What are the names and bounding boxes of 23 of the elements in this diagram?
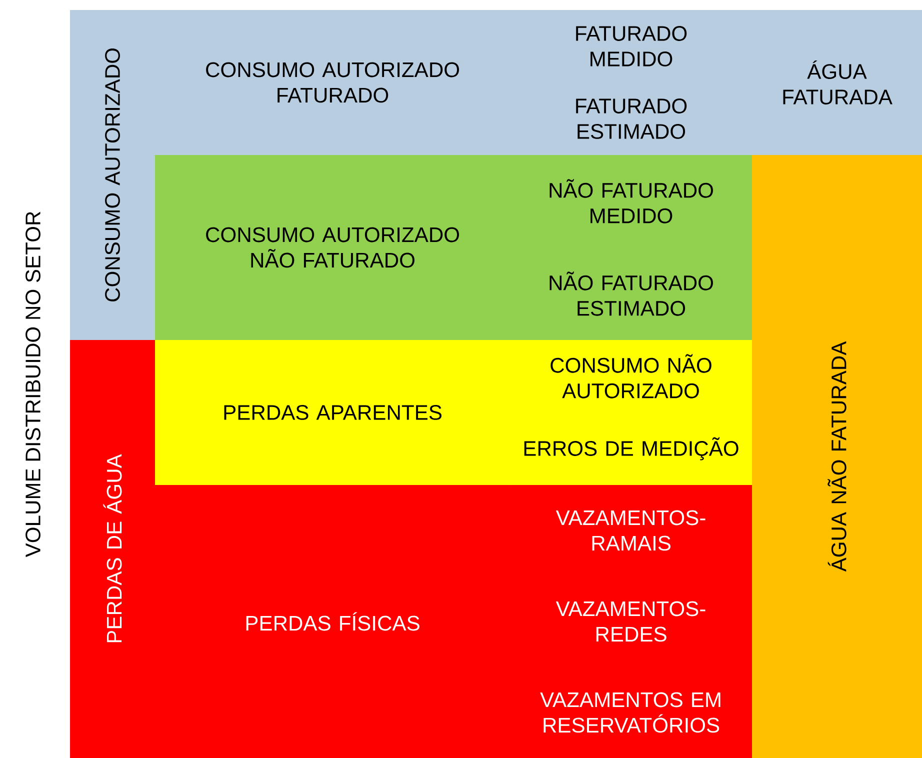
table-cell: CONSUMO AUTORIZADO FATURADO bbox=[155, 10, 510, 155]
cell-text: FATURADO MEDIDO bbox=[576, 26, 687, 66]
table-cell: ÁGUA FATURADA bbox=[752, 10, 922, 155]
cell-text: VAZAMENTOS EM RESERVATÓRIOS bbox=[540, 692, 720, 733]
table-cell: PERDAS APARENTES bbox=[155, 340, 510, 485]
axis-label: VOLUME DISTRIBUIDO NO SETOR bbox=[26, 212, 40, 558]
node-label: ÁGUA FATURADA bbox=[783, 60, 892, 104]
cell-text: FATURADO ESTIMADO bbox=[576, 98, 687, 139]
node-label: PERDAS FÍSICAS bbox=[246, 612, 420, 631]
cell-text: NÃO FATURADO ESTIMADO bbox=[550, 272, 713, 316]
table-cell: ÁGUA NÃO FATURADA bbox=[752, 154, 922, 758]
node-label: PERDAS APARENTES bbox=[224, 405, 442, 420]
table-cell: PERDAS DE ÁGUA bbox=[70, 340, 155, 758]
table-cell: CONSUMO AUTORIZADO bbox=[70, 10, 155, 340]
cell-text: ERROS DE MEDIÇÃO bbox=[524, 437, 738, 460]
cell-text: VAZAMENTOS-REDES bbox=[556, 601, 706, 642]
node-label: PERDAS DE ÁGUA bbox=[103, 454, 122, 642]
cell-text: CONSUMO NÃO AUTORIZADO bbox=[550, 354, 712, 398]
node-label: CONSUMO AUTORIZADO NÃO FATURADO bbox=[206, 227, 459, 268]
table-cell: CONSUMO AUTORIZADO NÃO FATURADO bbox=[155, 154, 510, 340]
cell-text: VAZAMENTOS-RAMAIS bbox=[556, 510, 706, 551]
cell-text: NÃO FATURADO MEDIDO bbox=[550, 179, 713, 224]
node-label: CONSUMO AUTORIZADO FATURADO bbox=[206, 62, 459, 103]
